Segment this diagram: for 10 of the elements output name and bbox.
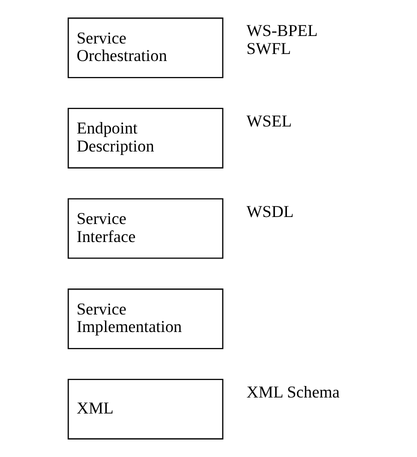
node-label: XML Schema [246,382,340,402]
node-box: Service Orchestration [68,18,224,78]
node-box: Service Interface [68,198,224,259]
node-label: WS-BPEL [246,21,318,40]
node-box: XML [68,378,224,440]
node-box: Endpoint Description [68,108,224,168]
node-label: WSDL [246,202,294,221]
node-box: Service Implementation [68,288,224,350]
node-label: SWFL [246,39,291,58]
node-label: WSEL [246,112,292,131]
